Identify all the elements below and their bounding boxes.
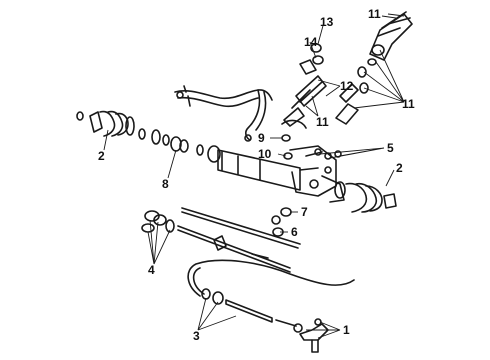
callout-3: 3 <box>193 329 200 343</box>
callout-14: 14 <box>304 35 318 49</box>
callout-1: 1 <box>343 323 350 337</box>
valve-assembly <box>281 43 369 129</box>
rack-bar <box>141 207 301 273</box>
right-boot <box>334 181 397 213</box>
callout-11-center: 11 <box>316 115 329 129</box>
callout-labels: 1 2 2 3 4 5 6 7 8 9 10 11 11 11 12 13 14 <box>98 7 415 343</box>
small-fittings <box>281 134 342 160</box>
callout-8: 8 <box>162 177 169 191</box>
seal-rings-left <box>138 128 221 163</box>
callout-9: 9 <box>258 131 265 145</box>
callout-7: 7 <box>301 205 308 219</box>
callout-12: 12 <box>340 79 354 93</box>
hydraulic-lines <box>174 85 273 142</box>
callout-2-left: 2 <box>98 149 105 163</box>
callout-6: 6 <box>291 225 298 239</box>
callout-4: 4 <box>148 263 155 277</box>
leader-lines <box>103 13 405 339</box>
callout-11-top: 11 <box>368 7 381 21</box>
return-hose <box>187 259 355 297</box>
rack-housing <box>217 145 345 203</box>
callout-10: 10 <box>258 147 272 161</box>
callout-11-right: 11 <box>402 97 415 111</box>
parts-6-7 <box>271 207 292 237</box>
left-boot <box>76 110 135 137</box>
callout-5: 5 <box>387 141 394 155</box>
callout-13: 13 <box>320 15 334 29</box>
callout-2-right: 2 <box>396 161 403 175</box>
outer-tie-rod <box>201 288 303 333</box>
